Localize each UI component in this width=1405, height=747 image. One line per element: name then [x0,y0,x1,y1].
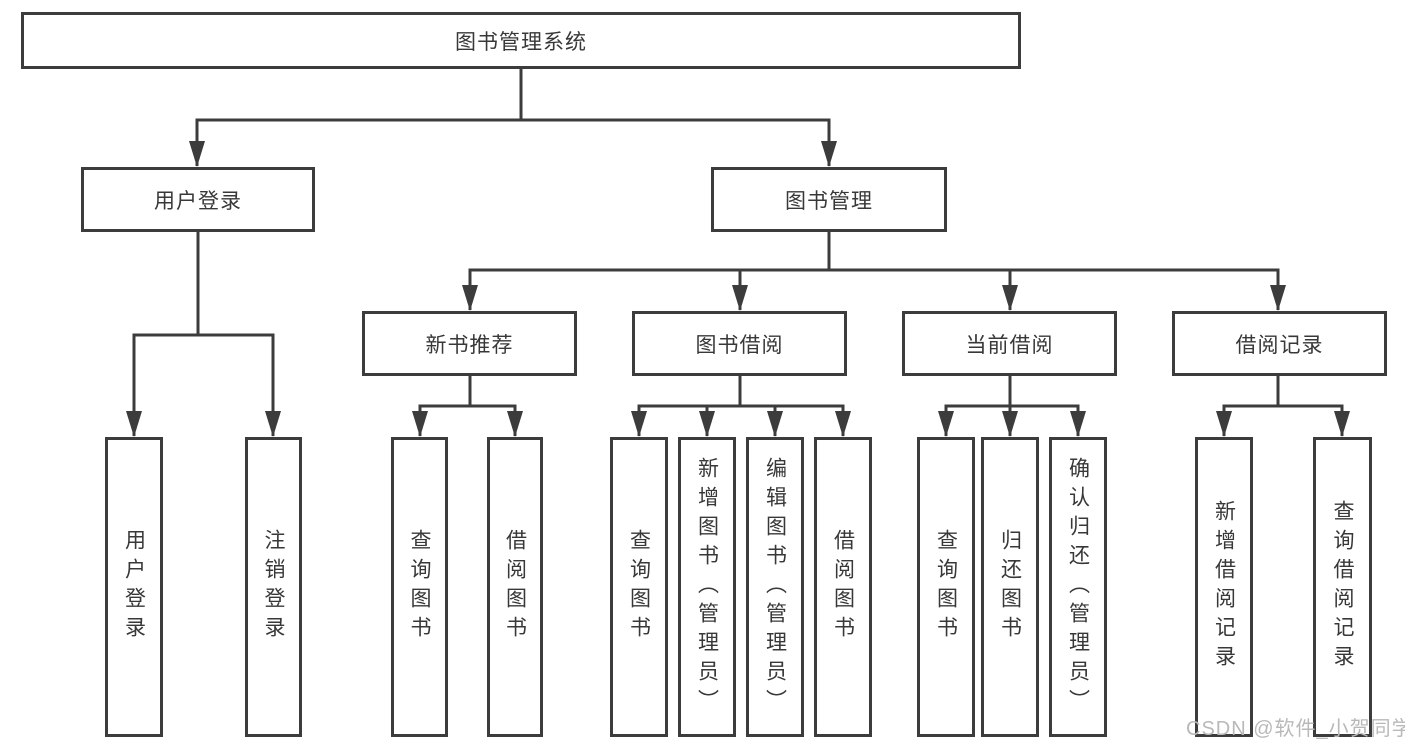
leaf-query-books-recommend: 查询图书 [391,437,448,737]
node-label: 用户登录 [122,529,146,645]
node-label: 借阅图书 [831,529,855,645]
csdn-watermark: CSDN @软件_小贺同学 [1186,718,1405,740]
leaf-user-login: 用户登录 [105,437,163,737]
node-label: 查询图书 [408,529,431,645]
node-label: 借阅图书 [503,529,527,645]
node-label: 注销登录 [262,529,285,645]
node-label: 新增借阅记录 [1212,500,1236,674]
node-library-management-system: 图书管理系统 [21,12,1021,69]
node-new-book-recommend: 新书推荐 [362,311,577,376]
node-label: 确认归还（管理员） [1066,456,1090,718]
node-label: 用户登录 [154,189,242,213]
leaf-add-borrow-record: 新增借阅记录 [1195,437,1253,737]
node-label: 查询图书 [934,529,958,645]
leaf-edit-book-admin: 编辑图书（管理员） [746,437,804,737]
leaf-return-book: 归还图书 [981,437,1039,737]
leaf-add-book-admin: 新增图书（管理员） [678,437,736,737]
node-label: 编辑图书（管理员） [763,456,787,718]
node-label: 归还图书 [998,529,1022,645]
leaf-query-books-borrow: 查询图书 [610,437,668,737]
node-borrow-records: 借阅记录 [1172,311,1387,376]
node-label: 图书借阅 [695,333,784,357]
node-book-management: 图书管理 [711,167,947,232]
node-label: 新书推荐 [425,333,514,357]
node-label: 图书管理系统 [455,30,587,54]
node-book-borrow: 图书借阅 [632,311,847,376]
leaf-query-books-current: 查询图书 [917,437,975,737]
node-label: 当前借阅 [965,333,1054,357]
leaf-borrow-books: 借阅图书 [814,437,872,737]
node-label: 图书管理 [785,189,873,213]
node-current-borrow: 当前借阅 [902,311,1117,376]
node-label: 借阅记录 [1235,333,1324,357]
node-user-login: 用户登录 [81,167,315,232]
node-label: 查询借阅记录 [1331,500,1354,674]
leaf-borrow-books-recommend: 借阅图书 [487,437,543,737]
leaf-confirm-return-admin: 确认归还（管理员） [1049,437,1107,737]
leaf-query-borrow-record: 查询借阅记录 [1313,437,1372,737]
node-label: 查询图书 [627,529,651,645]
node-label: 新增图书（管理员） [695,456,719,718]
leaf-logout: 注销登录 [245,437,302,737]
